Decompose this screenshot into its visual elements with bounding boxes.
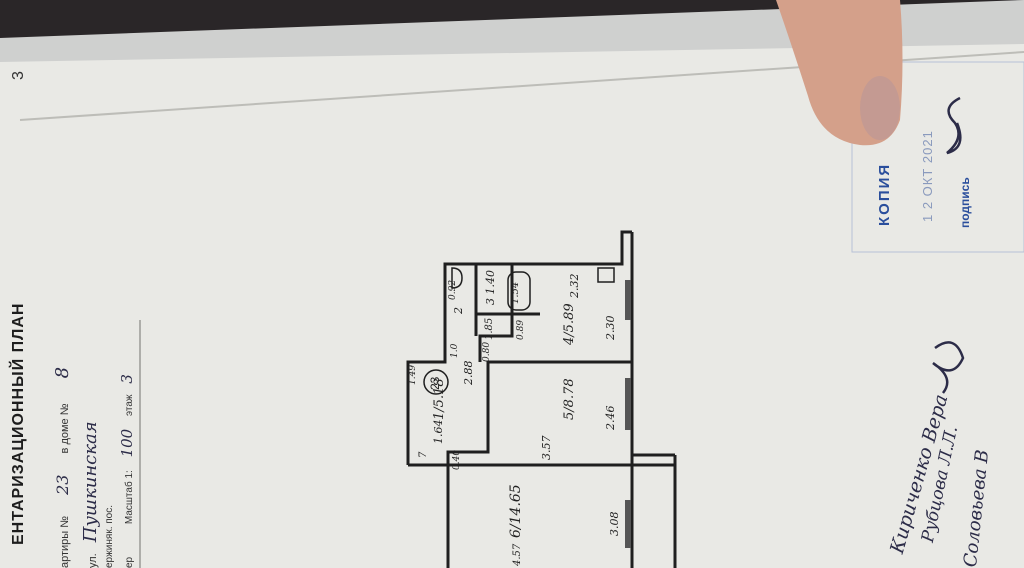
- signature-scribble-1: [946, 96, 962, 155]
- street-line: ул. Пушкинская: [80, 421, 101, 568]
- room-4-label: 4/5.89: [562, 303, 577, 345]
- dim-2: 2.88: [462, 360, 475, 386]
- room-5-num: 5: [562, 411, 577, 420]
- storey-value: 3: [118, 374, 136, 384]
- dim-15: 7: [418, 451, 429, 458]
- thumbnail: [860, 76, 900, 140]
- dim-1: 1.64: [432, 419, 445, 445]
- room-5-area: 8.78: [562, 378, 577, 408]
- street-prefix: ул.: [87, 553, 99, 568]
- floor-plan: [406, 230, 677, 568]
- apartment-prefix: артиры №: [59, 515, 71, 568]
- bathtub: [507, 271, 531, 311]
- room-2-num: 2: [452, 307, 465, 314]
- held-label: ержиняк. пос.: [104, 504, 115, 568]
- dim-14: 4.57: [512, 543, 523, 566]
- scale-line: ер Масштаб 1: 100 этаж 3: [118, 374, 136, 568]
- wall-corridor: [478, 264, 514, 362]
- apartment-no: 23: [53, 474, 72, 495]
- stamp-copy-label: КОПИЯ: [876, 162, 893, 226]
- storey-label: этаж: [124, 394, 135, 416]
- room-3-label: 3 1.40: [484, 270, 497, 305]
- stove: [597, 267, 615, 283]
- dim-12: 0.80: [482, 341, 492, 362]
- stamp-sign-label: подпись: [958, 177, 972, 228]
- room-4-num: 4: [562, 336, 577, 345]
- outer-wall-left: [406, 230, 632, 465]
- dim-11: 0.89: [516, 319, 526, 340]
- house-no: 8: [52, 366, 73, 379]
- room-6-num: 6: [508, 529, 524, 538]
- apartment-number-circle: [423, 369, 449, 395]
- dim-17: 1.49: [408, 364, 418, 385]
- document-title: ЕНТАРИЗАЦИОННЫЙ ПЛАН: [10, 302, 27, 545]
- room-2-label: 2: [452, 307, 465, 314]
- dim-6: 2.32: [568, 273, 581, 299]
- room-1-label: 1/5.18: [432, 378, 447, 420]
- dim-13: 0.40: [452, 449, 462, 470]
- room-6-label: 6/14.65: [508, 484, 524, 538]
- dim-3: 3.57: [540, 435, 553, 461]
- stamp-date: 1 2 ОКТ 2021: [920, 130, 935, 222]
- room-3-area: 1.40: [484, 270, 497, 295]
- scale-label: Масштаб 1:: [124, 470, 135, 525]
- stamp-frame: [851, 61, 1024, 253]
- dim-4: 2.46: [604, 405, 617, 431]
- dim-5: 2.30: [604, 315, 617, 341]
- dim-16: 1.0: [450, 343, 460, 358]
- held-line: ержиняк. пос.: [104, 505, 115, 568]
- wall-room5: [446, 360, 632, 465]
- apartment-line: артиры № 23 в доме № 8: [52, 367, 73, 568]
- floor-prefix: ер: [124, 556, 135, 568]
- room-5-label: 5/8.78: [562, 378, 577, 420]
- room-6-area: 14.65: [508, 484, 524, 525]
- street-name: Пушкинская: [80, 421, 101, 543]
- dim-7: 3.08: [608, 511, 621, 537]
- dim-8: 1.54: [510, 281, 521, 304]
- room-1-area: 5.18: [432, 378, 447, 408]
- toilet: [451, 267, 463, 289]
- page-number: 3: [10, 71, 27, 80]
- dim-9: 1.85: [484, 317, 495, 340]
- dim-10: 0.92: [448, 279, 458, 300]
- signature-scribble-2: [932, 341, 965, 394]
- room-4-area: 5.89: [562, 303, 577, 333]
- house-prefix: в доме №: [59, 403, 71, 454]
- room-3-num: 3: [484, 298, 497, 305]
- scale-value: 100: [118, 428, 136, 458]
